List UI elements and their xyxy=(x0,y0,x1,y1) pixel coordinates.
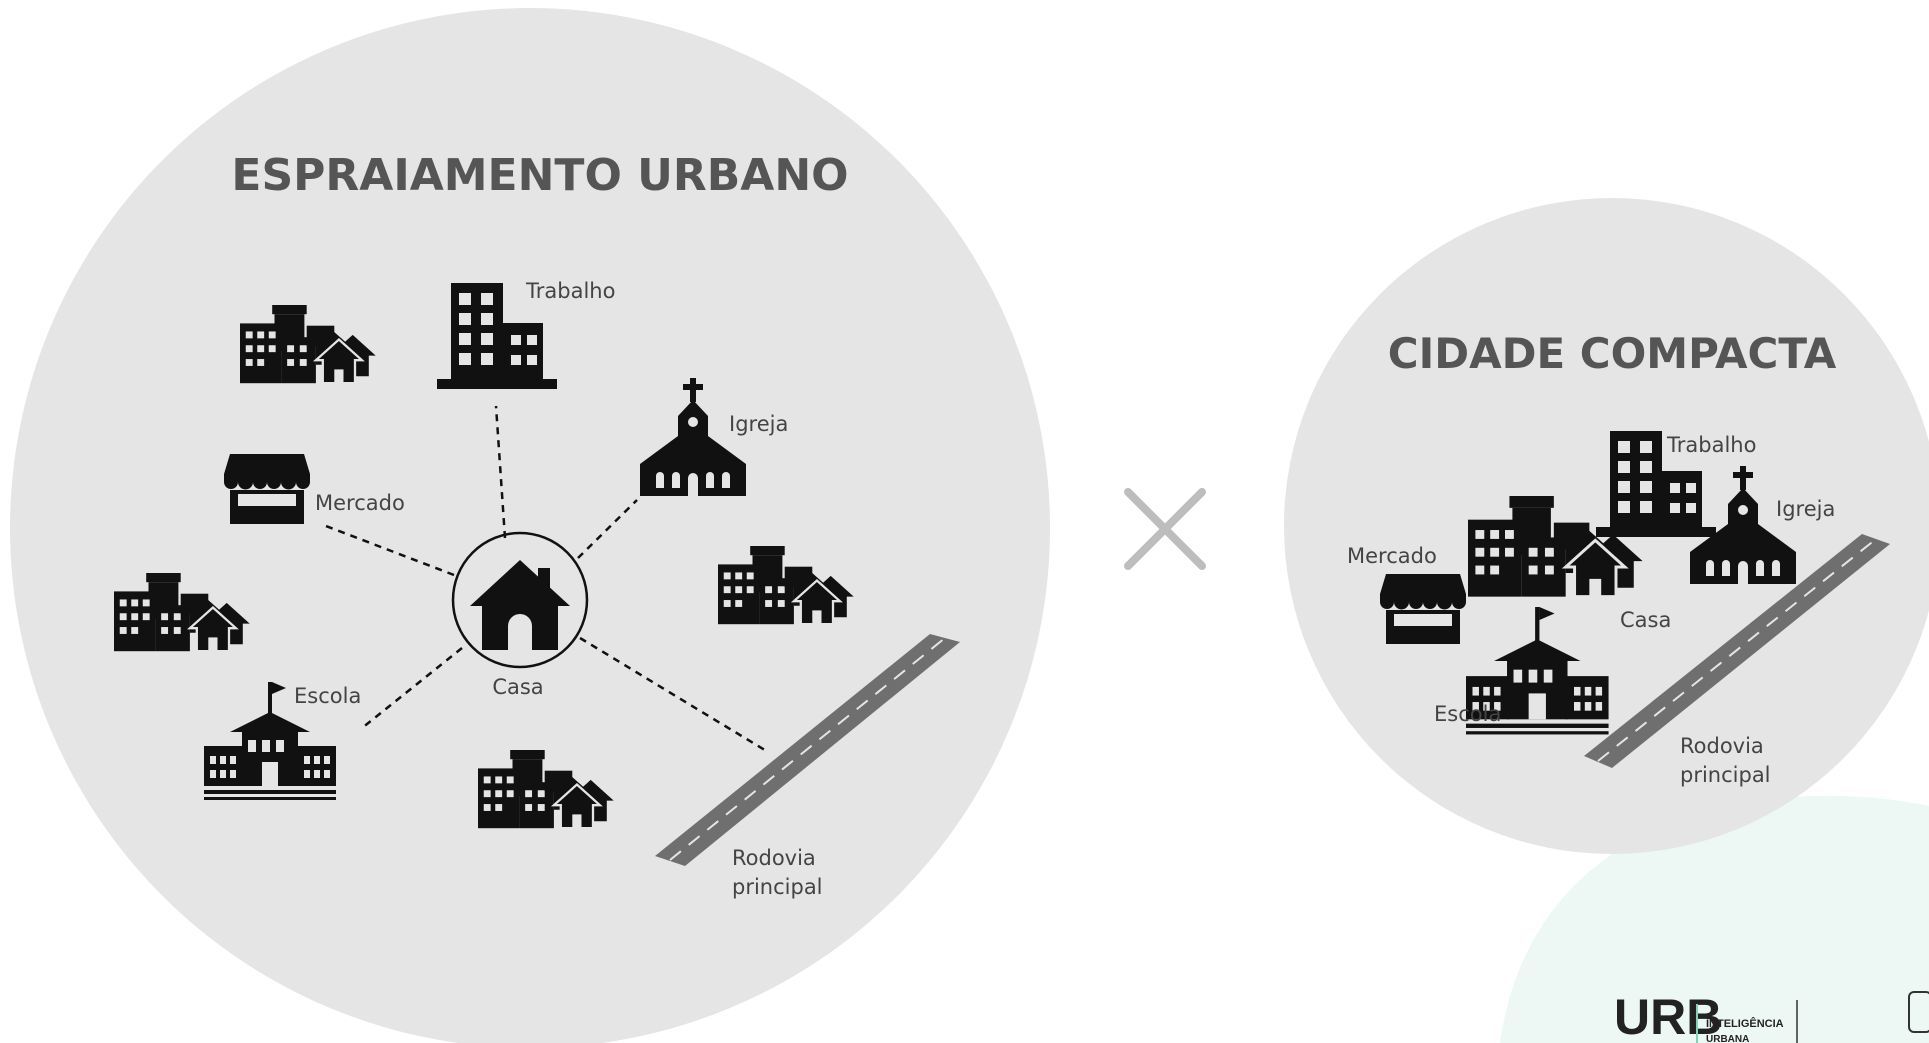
partner-logo-icon xyxy=(1908,991,1929,1033)
compact-title: CIDADE COMPACTA xyxy=(1388,329,1837,378)
logo-tagline-2: URBANA xyxy=(1706,1034,1749,1043)
compact-label-trabalho: Trabalho xyxy=(1666,433,1756,457)
logo-line1: URB xyxy=(1614,989,1722,1043)
versus-icon xyxy=(1124,488,1206,570)
sprawl-title: ESPRAIAMENTO URBANO xyxy=(231,150,848,201)
compact-circle xyxy=(1284,198,1929,854)
sprawl-connection-lines xyxy=(325,405,769,754)
casa-ring xyxy=(451,531,589,669)
compact-label-igreja: Igreja xyxy=(1776,497,1835,521)
sprawl-label-trabalho: Trabalho xyxy=(525,279,615,303)
road-icon xyxy=(1584,534,1890,768)
sprawl-label-rodovia-2: principal xyxy=(732,875,823,899)
compact-diagram: CIDADE COMPACTA Trabalho Igreja Mercado … xyxy=(1284,198,1929,854)
compact-label-casa: Casa xyxy=(1620,608,1671,632)
sprawl-label-casa: Casa xyxy=(492,675,543,699)
mint-background-shape xyxy=(1500,795,1929,1043)
logo-tagline-1: INTELIGÊNCIA xyxy=(1706,1017,1784,1030)
sprawl-diagram: ESPRAIAMENTO URBANO Casa Trabalho Igreja… xyxy=(10,8,1050,1043)
sprawl-label-rodovia-1: Rodovia xyxy=(732,846,816,870)
road-icon xyxy=(655,634,960,866)
compact-label-mercado: Mercado xyxy=(1347,544,1437,568)
logo-line2: TEC xyxy=(1614,1035,1714,1043)
sprawl-label-escola: Escola xyxy=(294,684,361,708)
urbtec-logo: URB TEC INTELIGÊNCIA URBANA xyxy=(1614,989,1929,1043)
compact-label-rodovia-1: Rodovia xyxy=(1680,734,1764,758)
compact-label-escola: Escola xyxy=(1434,702,1501,726)
compact-label-rodovia-2: principal xyxy=(1680,763,1771,787)
sprawl-label-mercado: Mercado xyxy=(315,491,405,515)
sprawl-label-igreja: Igreja xyxy=(729,412,788,436)
